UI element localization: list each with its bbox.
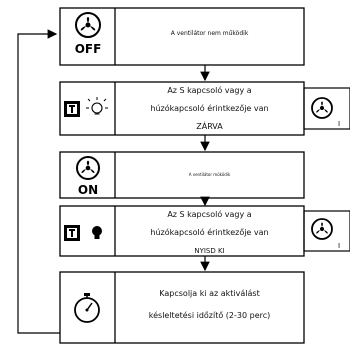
step-5-line-2: késleltetési időzítő (2-30 perc) — [148, 311, 271, 320]
switch-position-mark: I — [338, 242, 340, 250]
lamp-on-icon — [92, 226, 102, 239]
switch-position-mark: I — [338, 120, 340, 128]
step-4-side-box — [303, 210, 350, 252]
step-5-box — [59, 271, 305, 344]
step-3-text: A ventilátor működik — [188, 172, 231, 177]
fan-icon — [311, 218, 333, 240]
step-4-line-1: Az S kapcsoló vagy a — [167, 210, 252, 219]
loop-back-connector — [17, 29, 60, 334]
step-2-line-2: húzókapcsoló érintkezője van — [150, 104, 269, 113]
off-label: OFF — [75, 42, 102, 56]
step-2-side-box — [303, 87, 350, 130]
step-1-box — [59, 7, 305, 66]
fan-icon — [75, 12, 101, 38]
step-2-line-1: Az S kapcsoló vagy a — [167, 86, 252, 95]
switch-icon — [64, 225, 80, 241]
step-1-text: A ventilátor nem működik — [170, 30, 249, 37]
on-label: ON — [78, 183, 98, 197]
fan-icon — [311, 97, 333, 119]
timer-icon — [74, 293, 100, 323]
step-2-line-3: ZÁRVA — [196, 122, 223, 131]
fan-icon — [76, 156, 100, 180]
lamp-off-icon — [86, 97, 108, 115]
switch-icon — [64, 101, 80, 117]
step-5-line-1: Kapcsolja ki az aktiválást — [159, 289, 260, 298]
step-4-line-2: húzókapcsoló érintkezője van — [150, 228, 269, 237]
step-4-line-3: NYISD KI — [194, 247, 225, 255]
step-3-box — [59, 151, 305, 199]
